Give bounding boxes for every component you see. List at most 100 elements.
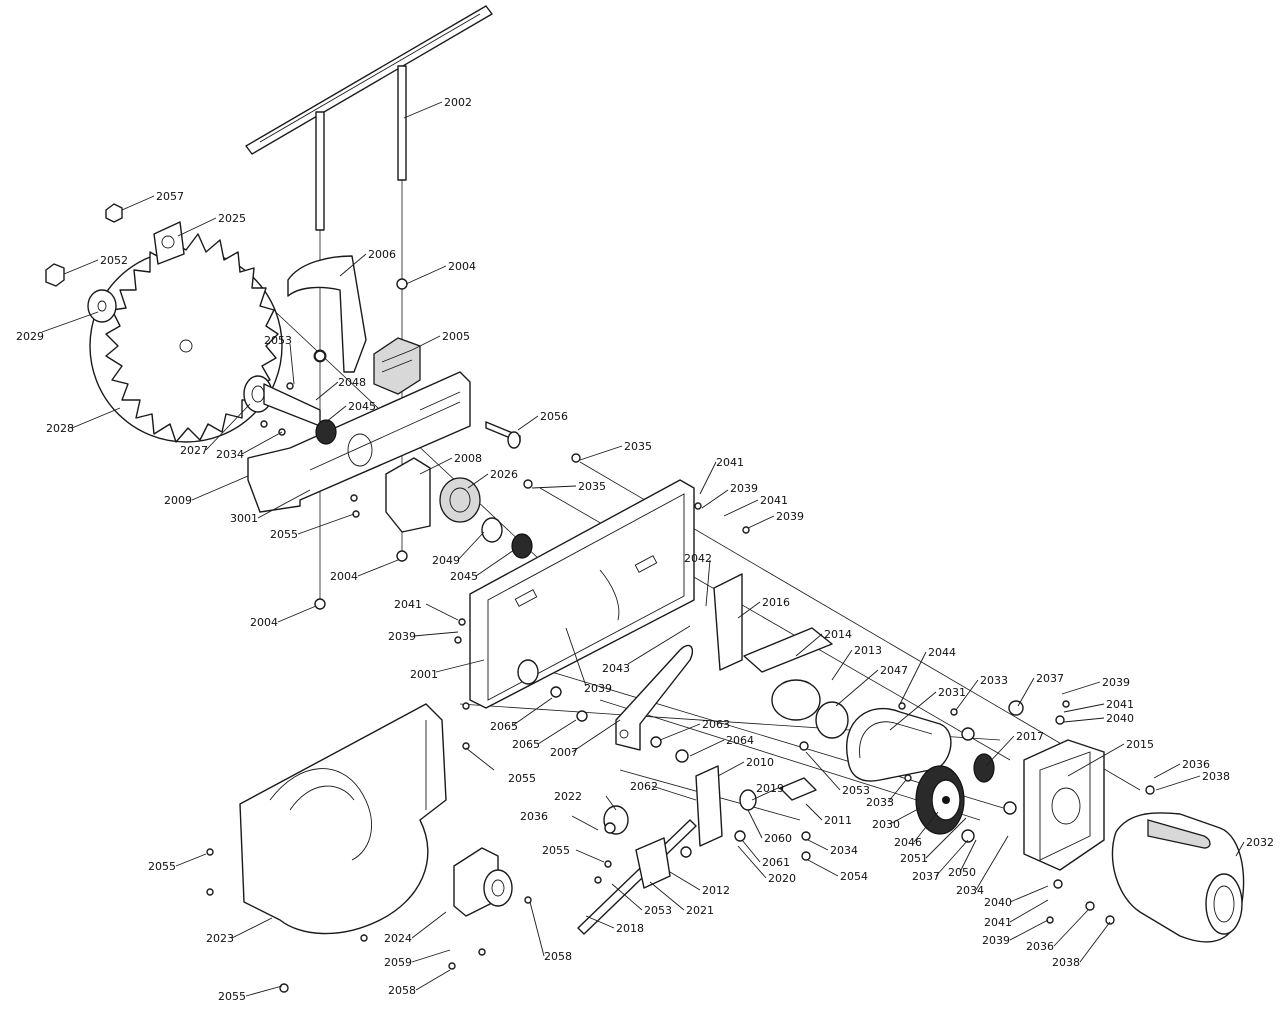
label-2029: 2029 (16, 330, 44, 343)
label-2039: 2039 (388, 630, 416, 643)
main-mounting-plate (469, 479, 695, 709)
label-2019: 2019 (756, 782, 784, 795)
label-2007: 2007 (550, 746, 578, 759)
label-2039: 2039 (584, 682, 612, 695)
label-2004: 2004 (250, 616, 278, 629)
saw-blade (89, 233, 283, 443)
label-2036: 2036 (1182, 758, 1210, 771)
label-2061: 2061 (762, 856, 790, 869)
label-2023: 2023 (206, 932, 234, 945)
label-2004: 2004 (330, 570, 358, 583)
riving-knife (287, 255, 367, 373)
label-2058: 2058 (388, 984, 416, 997)
label-2036: 2036 (1026, 940, 1054, 953)
label-2028: 2028 (46, 422, 74, 435)
label-2039: 2039 (776, 510, 804, 523)
label-2043: 2043 (602, 662, 630, 675)
label-2055: 2055 (508, 772, 536, 785)
label-2039: 2039 (1102, 676, 1130, 689)
label-2020: 2020 (768, 872, 796, 885)
label-2038: 2038 (1202, 770, 1230, 783)
label-2042: 2042 (684, 552, 712, 565)
arbor-housing (385, 457, 533, 559)
dust-port (453, 847, 513, 917)
label-2010: 2010 (746, 756, 774, 769)
label-2053: 2053 (264, 334, 292, 347)
label-2032: 2032 (1246, 836, 1274, 849)
label-2027: 2027 (180, 444, 208, 457)
label-2039: 2039 (730, 482, 758, 495)
t-handle-rod (245, 5, 493, 231)
arbor-flange (243, 375, 337, 445)
label-2055: 2055 (270, 528, 298, 541)
label-2036: 2036 (520, 810, 548, 823)
label-2018: 2018 (616, 922, 644, 935)
label-2008: 2008 (454, 452, 482, 465)
label-2033: 2033 (866, 796, 894, 809)
label-2017: 2017 (1016, 730, 1044, 743)
label-3001: 3001 (230, 512, 258, 525)
label-2005: 2005 (442, 330, 470, 343)
label-2039: 2039 (982, 934, 1010, 947)
label-2049: 2049 (432, 554, 460, 567)
label-2058: 2058 (544, 950, 572, 963)
label-2041: 2041 (716, 456, 744, 469)
label-2063: 2063 (702, 718, 730, 731)
label-2041: 2041 (984, 916, 1012, 929)
label-2011: 2011 (824, 814, 852, 827)
lower-blade-guard (239, 703, 447, 935)
label-2059: 2059 (384, 956, 412, 969)
motor-bracket (1023, 739, 1105, 871)
fasteners (206, 278, 1155, 993)
tilt-bracket (713, 573, 849, 739)
label-2051: 2051 (900, 852, 928, 865)
tilt-linkage (577, 765, 817, 935)
label-2060: 2060 (764, 832, 792, 845)
label-2047: 2047 (880, 664, 908, 677)
label-2062: 2062 (630, 780, 658, 793)
label-2064: 2064 (726, 734, 754, 747)
label-2041: 2041 (760, 494, 788, 507)
label-2034: 2034 (216, 448, 244, 461)
tilt-arm (615, 644, 694, 751)
label-2013: 2013 (854, 644, 882, 657)
label-2022: 2022 (554, 790, 582, 803)
label-2024: 2024 (384, 932, 412, 945)
label-2057: 2057 (156, 190, 184, 203)
motor (1111, 812, 1245, 943)
label-2034: 2034 (830, 844, 858, 857)
label-2009: 2009 (164, 494, 192, 507)
label-2034: 2034 (956, 884, 984, 897)
label-2045: 2045 (348, 400, 376, 413)
label-2040: 2040 (984, 896, 1012, 909)
label-2015: 2015 (1126, 738, 1154, 751)
label-2031: 2031 (938, 686, 966, 699)
label-2040: 2040 (1106, 712, 1134, 725)
label-2026: 2026 (490, 468, 518, 481)
label-2054: 2054 (840, 870, 868, 883)
label-2004: 2004 (448, 260, 476, 273)
label-2006: 2006 (368, 248, 396, 261)
label-2025: 2025 (218, 212, 246, 225)
label-2016: 2016 (762, 596, 790, 609)
label-2053: 2053 (644, 904, 672, 917)
label-2037: 2037 (912, 870, 940, 883)
label-2056: 2056 (540, 410, 568, 423)
label-2030: 2030 (872, 818, 900, 831)
clamp-plate (105, 203, 185, 265)
label-2041: 2041 (1106, 698, 1134, 711)
label-2033: 2033 (980, 674, 1008, 687)
label-2044: 2044 (928, 646, 956, 659)
label-2021: 2021 (686, 904, 714, 917)
label-2055: 2055 (218, 990, 246, 1003)
long-bolt (485, 421, 521, 449)
label-2035: 2035 (624, 440, 652, 453)
label-2002: 2002 (444, 96, 472, 109)
label-2012: 2012 (702, 884, 730, 897)
label-2038: 2038 (1052, 956, 1080, 969)
label-2055: 2055 (542, 844, 570, 857)
label-2055: 2055 (148, 860, 176, 873)
label-2065: 2065 (512, 738, 540, 751)
leader-lines (41, 101, 1245, 997)
